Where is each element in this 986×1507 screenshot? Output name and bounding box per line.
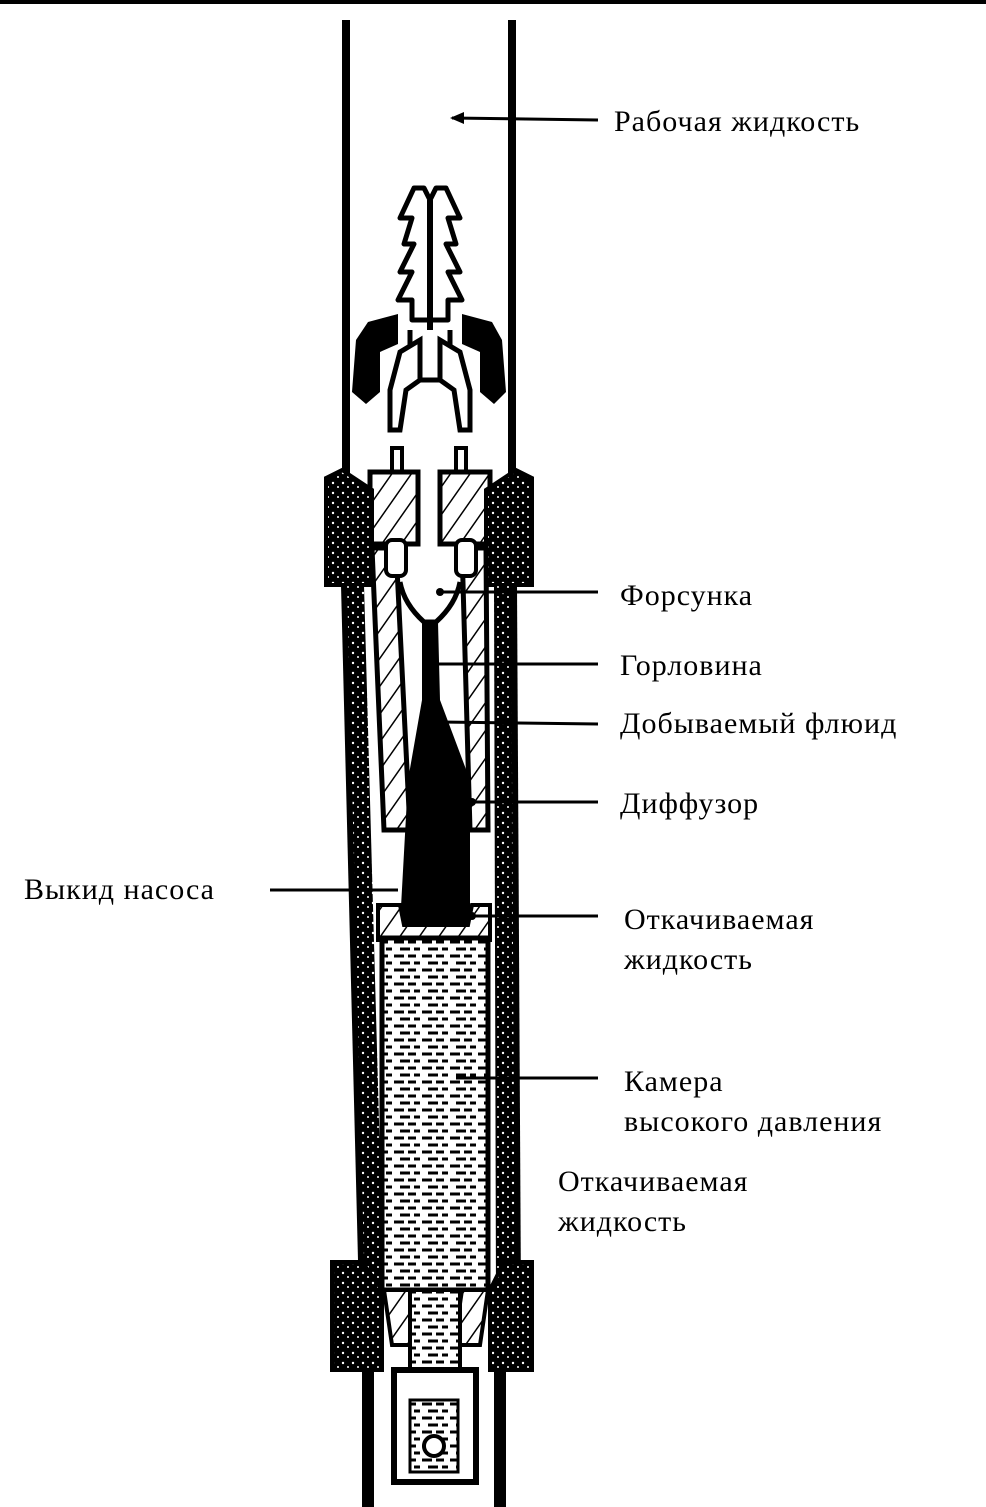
label-diffuser: Диффузор <box>620 787 760 820</box>
throat-diffuser <box>400 622 470 925</box>
label-pumped-liquid-2-line-1: Откачиваемая <box>558 1165 749 1198</box>
label-pumped-liquid-1-line-1: Откачиваемая <box>624 903 815 936</box>
outer-body <box>341 584 521 1301</box>
label-high-pressure-chamber-line-2: высокого давления <box>624 1105 883 1138</box>
nozzle <box>397 581 463 625</box>
upper-tube <box>342 20 516 490</box>
high-pressure-chamber <box>379 935 491 1293</box>
label-pumped-liquid-2-line-2: жидкость <box>558 1205 687 1238</box>
label-nozzle: Форсунка <box>620 579 754 612</box>
label-pump-discharge: Выкид насоса <box>24 873 215 906</box>
label-working-fluid: Рабочая жидкость <box>614 105 861 138</box>
standing-valve <box>381 1288 491 1485</box>
label-produced-fluid: Добываемый флюид <box>620 707 898 740</box>
label-high-pressure-chamber: Камера высокого давления <box>624 1062 882 1142</box>
leader-dots <box>428 588 476 920</box>
inner-sleeves <box>369 538 491 833</box>
lower-tube <box>362 1370 506 1507</box>
lower-coupling <box>330 1260 534 1372</box>
label-pumped-liquid-1-line-2: жидкость <box>624 943 753 976</box>
upper-coupling <box>324 467 534 587</box>
label-pumped-liquid-1: Откачиваемая жидкость <box>624 900 814 980</box>
label-high-pressure-chamber-line-1: Камера <box>624 1065 724 1098</box>
latch-collet <box>352 314 506 433</box>
label-throat: Горловина <box>620 649 763 682</box>
label-pumped-liquid-2: Откачиваемая жидкость <box>558 1162 748 1242</box>
leader-lines <box>270 112 599 1080</box>
nozzle-holder <box>367 446 493 547</box>
